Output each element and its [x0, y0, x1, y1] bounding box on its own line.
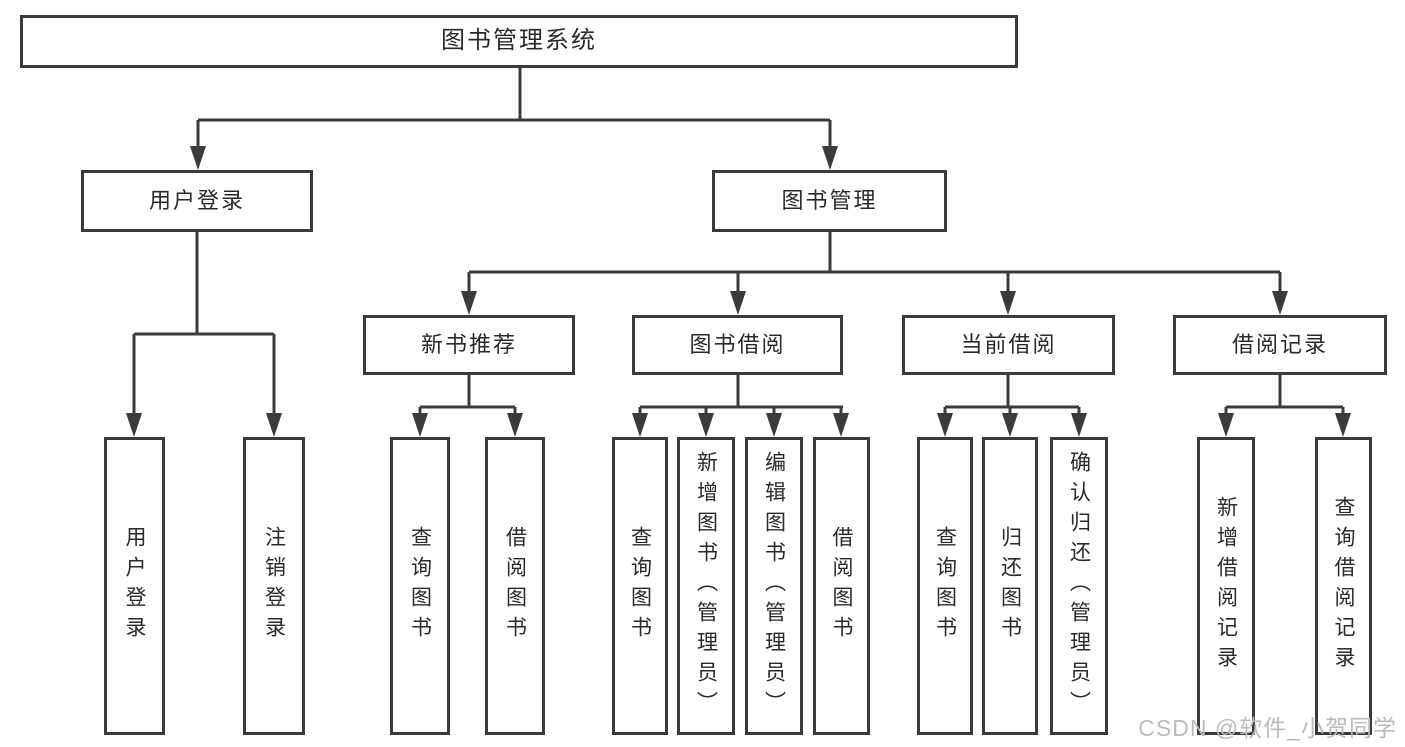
csdn-watermark: CSDN @软件_小贺同学 [1138, 715, 1397, 741]
leaf-current-return-books: 归还图书 [982, 437, 1038, 735]
node-borrowing-records: 借阅记录 [1173, 315, 1387, 375]
leaf-newbook-query-books: 查询图书 [390, 437, 450, 735]
leaf-current-confirm-return-admin: 确认归还（管理员） [1050, 437, 1108, 735]
leaf-records-query-record: 查询借阅记录 [1315, 437, 1372, 735]
leaf-current-query-books: 查询图书 [917, 437, 973, 735]
leaf-user-login: 用户登录 [104, 437, 165, 735]
node-user-login: 用户登录 [81, 170, 313, 232]
node-book-borrowing: 图书借阅 [632, 315, 843, 375]
leaf-logout: 注销登录 [243, 437, 305, 735]
leaf-records-add-record: 新增借阅记录 [1197, 437, 1255, 735]
node-current-borrowing: 当前借阅 [902, 315, 1115, 375]
node-new-book-recommend: 新书推荐 [363, 315, 575, 375]
leaf-borrowing-query-books: 查询图书 [612, 437, 668, 735]
node-book-management: 图书管理 [712, 170, 947, 232]
leaf-borrowing-borrow-books: 借阅图书 [813, 437, 870, 735]
leaf-borrowing-add-book-admin: 新增图书（管理员） [677, 437, 735, 735]
node-library-system: 图书管理系统 [20, 15, 1018, 68]
leaf-newbook-borrow-books: 借阅图书 [485, 437, 545, 735]
leaf-borrowing-edit-book-admin: 编辑图书（管理员） [745, 437, 803, 735]
